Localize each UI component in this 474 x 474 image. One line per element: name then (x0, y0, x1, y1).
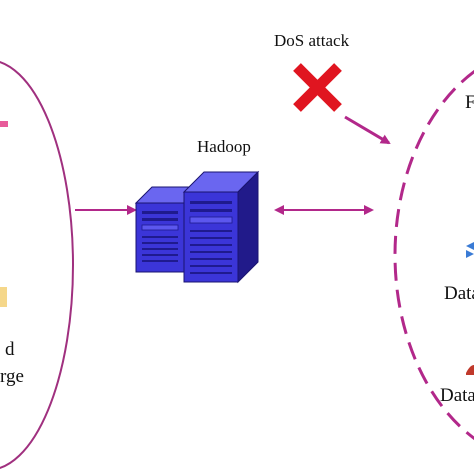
yellow-document-icon (0, 287, 7, 307)
left-label-line1: d (5, 339, 15, 360)
blue-transfer-icon (466, 242, 474, 258)
cross-icon (293, 63, 342, 112)
red-storage-icon (466, 365, 474, 375)
right-label-bottom: Data (440, 385, 474, 406)
right-label-mid: Data (444, 283, 474, 304)
client-ellipse (0, 61, 74, 469)
dos-attack-arrow (344, 115, 391, 145)
pink-marker-icon (0, 121, 8, 127)
hadoop-label: Hadoop (197, 137, 251, 156)
server-icon-right (182, 170, 260, 284)
right-label-top: F (465, 92, 474, 113)
dos-attack-label: DoS attack (274, 31, 350, 50)
left-label-line2: rge (0, 366, 24, 387)
